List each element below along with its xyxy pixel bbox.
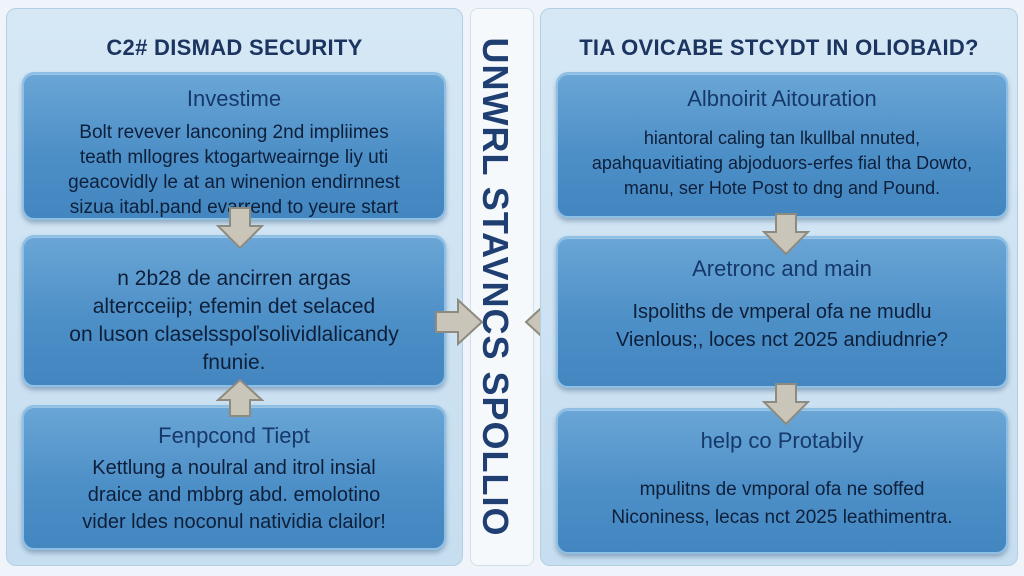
left-box-2-line: fnunie. — [202, 351, 266, 374]
left-box-3-line: vider ldes noconul natividia clailor! — [82, 511, 386, 533]
right-box-2-line: Vienlous;, loces nct 2025 andiudnrie? — [615, 329, 949, 351]
left-box-3-line: draice and mbbrg abd. emolotino — [87, 484, 381, 506]
left-box-1-line: Bolt revever lanconing 2nd impliimes — [79, 122, 389, 143]
down-arrow-icon — [762, 383, 810, 426]
left-box-3: Fenpcond Tiept Kettlung a noulral and it… — [22, 405, 446, 550]
left-box-1-line: geacovidly le at an winenion endirnnest — [68, 172, 400, 193]
vertical-title: UNWRL STAVNCS SPOLLIO — [475, 37, 516, 537]
right-box-1-body: hiantoral caling tan lkullbal nnuted, ap… — [558, 126, 1006, 201]
right-arrow-icon — [435, 298, 484, 346]
left-box-3-line: Kettlung a noulral and itrol insial — [92, 457, 376, 479]
right-box-1-title: Albnoirit Aitouration — [687, 86, 877, 111]
center-column — [470, 8, 534, 566]
left-box-1-title: Investime — [186, 86, 282, 111]
left-box-1-body: Bolt revever lanconing 2nd impliimes tea… — [24, 120, 444, 220]
left-panel-title: C2# DISMAD SECURITY — [106, 35, 363, 60]
right-box-2-body: Ispoliths de vmperal ofa ne mudlu Vienlo… — [558, 298, 1006, 354]
right-box-2-line: Ispoliths de vmperal ofa ne mudlu — [632, 301, 932, 323]
right-box-2: Aretronc and main Ispoliths de vmperal o… — [556, 236, 1008, 388]
right-box-3-line: Niconiness, lecas nct 2025 leathimentra. — [611, 507, 953, 528]
right-box-1-line: apahquavitiating abjoduors-erfes fial th… — [591, 153, 973, 173]
down-arrow-icon — [216, 207, 264, 250]
right-panel-title: TIA OVICABE STCYDT IN OLIOBAID? — [579, 35, 979, 60]
up-arrow-icon — [216, 378, 264, 417]
right-box-1-line: manu, ser Hote Post to dng and Pound. — [623, 178, 941, 198]
right-box-3-title: help co Protabily — [700, 428, 864, 453]
left-box-1: Investime Bolt revever lanconing 2nd imp… — [22, 72, 446, 220]
left-box-1-line: teath mllogres ktogartweairnge liy uti — [79, 147, 389, 168]
right-box-1-line: hiantoral caling tan lkullbal nnuted, — [643, 128, 921, 148]
left-box-3-body: Kettlung a noulral and itrol insial drai… — [24, 455, 444, 536]
left-box-2: n 2b28 de ancirren argas altercceiip; ef… — [22, 235, 446, 387]
left-box-2-line: altercceiip; efemin det selaced — [92, 295, 376, 318]
left-box-3-title: Fenpcond Tiept — [158, 423, 310, 448]
down-arrow-icon — [762, 213, 810, 256]
right-box-1: Albnoirit Aitouration hiantoral caling t… — [556, 72, 1008, 218]
left-box-2-line: n 2b28 de ancirren argas — [117, 267, 351, 290]
right-box-3: help co Protabily mpulitns de vmporal of… — [556, 408, 1008, 554]
right-box-3-line: mpulitns de vmporal ofa ne soffed — [639, 479, 925, 500]
left-box-2-body: n 2b28 de ancirren argas altercceiip; ef… — [24, 265, 444, 377]
left-box-2-line: on luson claselsspoľsolividlalicandy — [69, 323, 399, 346]
right-box-2-title: Aretronc and main — [692, 256, 872, 281]
right-box-3-body: mpulitns de vmporal ofa ne soffed Niconi… — [558, 476, 1006, 532]
